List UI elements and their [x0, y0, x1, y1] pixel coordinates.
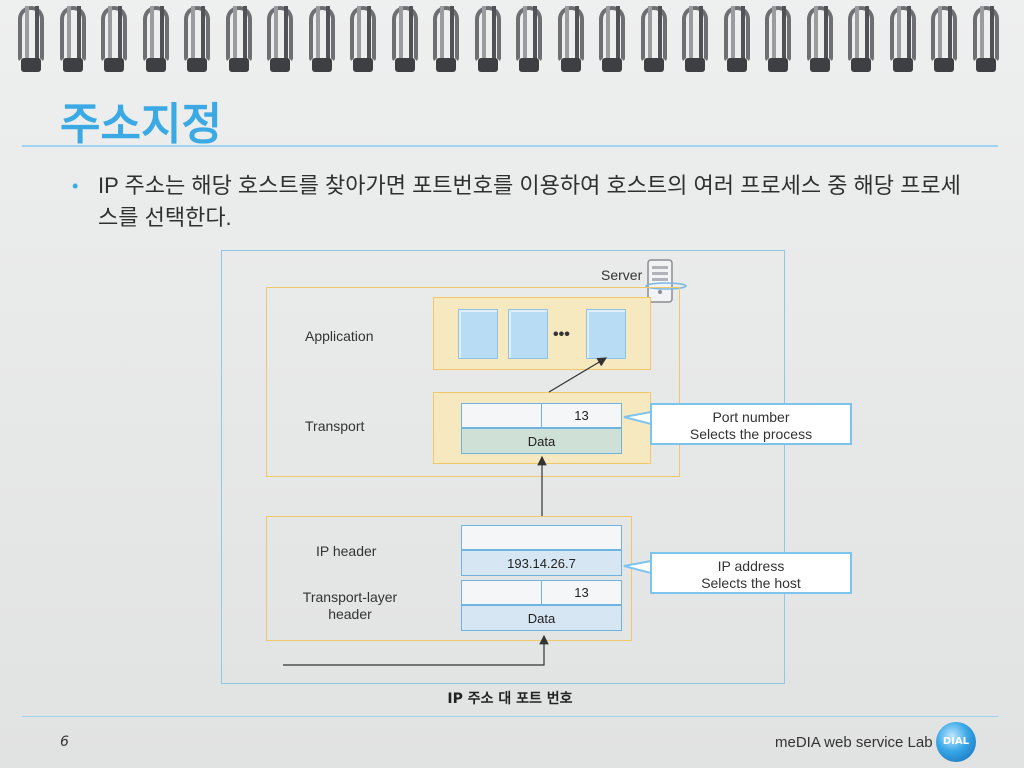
spiral-ring — [640, 6, 667, 72]
spiral-ring — [142, 6, 169, 72]
application-label: Application — [305, 328, 374, 344]
spiral-ring — [848, 6, 874, 72]
transport-header-empty-cell — [461, 403, 542, 428]
spiral-ring — [557, 6, 584, 72]
port-callout-line1: Port number — [712, 409, 790, 425]
transport-header-label-line2: header — [328, 606, 372, 622]
lower-data-cell: Data — [461, 605, 622, 631]
diagram-frame — [221, 250, 785, 684]
ip-address-callout: IP address Selects the host — [650, 552, 852, 594]
bullet-dot-icon: • — [72, 176, 79, 196]
port-callout-line2: Selects the process — [689, 426, 813, 442]
diagram-caption: IP 주소 대 포트 번호 — [447, 691, 573, 707]
ip-callout-line1: IP address — [717, 558, 785, 574]
server-label: Server — [601, 267, 643, 283]
spiral-ring — [101, 6, 127, 72]
transport-label: Transport — [305, 418, 365, 434]
spiral-ring — [723, 6, 750, 72]
server-icon — [645, 259, 687, 303]
spiral-ring — [308, 6, 335, 72]
footer-divider — [22, 716, 998, 717]
spiral-ring — [889, 6, 916, 72]
bullet-text: IP 주소는 해당 호스트를 찾아가면 포트번호를 이용하여 호스트의 여러 프… — [98, 173, 961, 230]
ip-header-label: IP header — [316, 543, 377, 559]
spiral-ring — [267, 6, 293, 72]
spiral-ring — [474, 6, 501, 72]
title-divider — [22, 145, 998, 147]
transport-layer-header-label: Transport-layer header — [300, 589, 400, 623]
process-box-1 — [458, 309, 498, 359]
lower-transport-empty-cell — [461, 580, 542, 605]
ip-header-empty-cell — [461, 525, 622, 550]
spiral-ring — [599, 6, 625, 72]
process-box-2 — [508, 309, 548, 359]
spiral-ring — [59, 6, 86, 72]
spiral-ring — [391, 6, 418, 72]
lab-logo: DIAL — [936, 722, 976, 762]
port-number-cell: 13 — [541, 403, 622, 428]
transport-header-label-line1: Transport-layer — [302, 589, 398, 605]
spiral-ring — [433, 6, 459, 72]
spiral-ring — [765, 6, 791, 72]
port-number-callout: Port number Selects the process — [650, 403, 852, 445]
spiral-ring — [184, 6, 210, 72]
spiral-ring — [516, 6, 542, 72]
spiral-ring — [806, 6, 833, 72]
page-number: 6 — [60, 734, 69, 750]
ip-callout-line2: Selects the host — [701, 575, 801, 591]
spiral-ring — [350, 6, 376, 72]
spiral-binding — [0, 0, 1024, 86]
ip-address-cell: 193.14.26.7 — [461, 550, 622, 576]
spiral-ring — [931, 6, 957, 72]
spiral-ring — [18, 6, 44, 72]
slide-title: 주소지정 — [60, 99, 222, 150]
spiral-ring — [225, 6, 252, 72]
transport-data-cell: Data — [461, 428, 622, 454]
spiral-ring — [682, 6, 708, 72]
process-box-target — [586, 309, 626, 359]
process-ellipsis: ••• — [553, 326, 570, 343]
spiral-ring — [972, 6, 999, 72]
server-frame — [266, 287, 680, 477]
footer-lab-name: meDIA web service Lab — [775, 734, 933, 751]
lower-port-number-cell: 13 — [541, 580, 622, 605]
